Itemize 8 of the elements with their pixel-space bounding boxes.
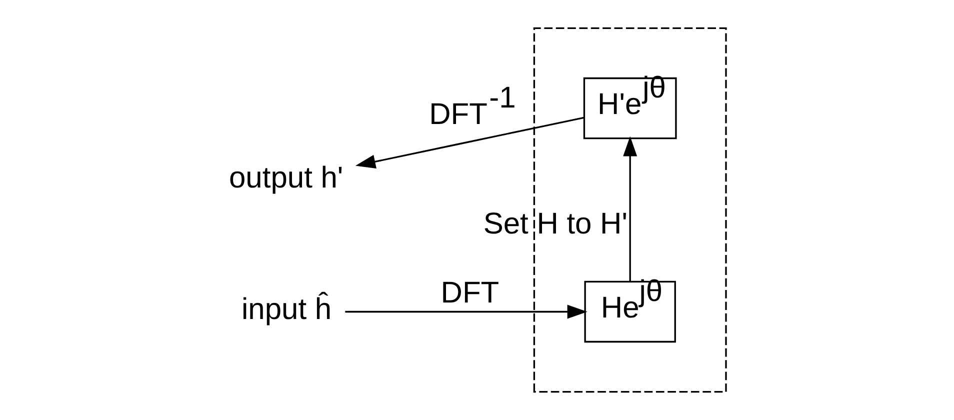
node-text: input ĥ xyxy=(241,293,332,326)
node-text: output h' xyxy=(228,161,343,194)
edge-label: Set H to H' xyxy=(482,208,627,241)
arrow xyxy=(354,116,584,169)
edge-label: DFT xyxy=(440,276,499,310)
cluster xyxy=(532,27,726,393)
arrow xyxy=(344,304,587,319)
arrow xyxy=(622,136,637,282)
